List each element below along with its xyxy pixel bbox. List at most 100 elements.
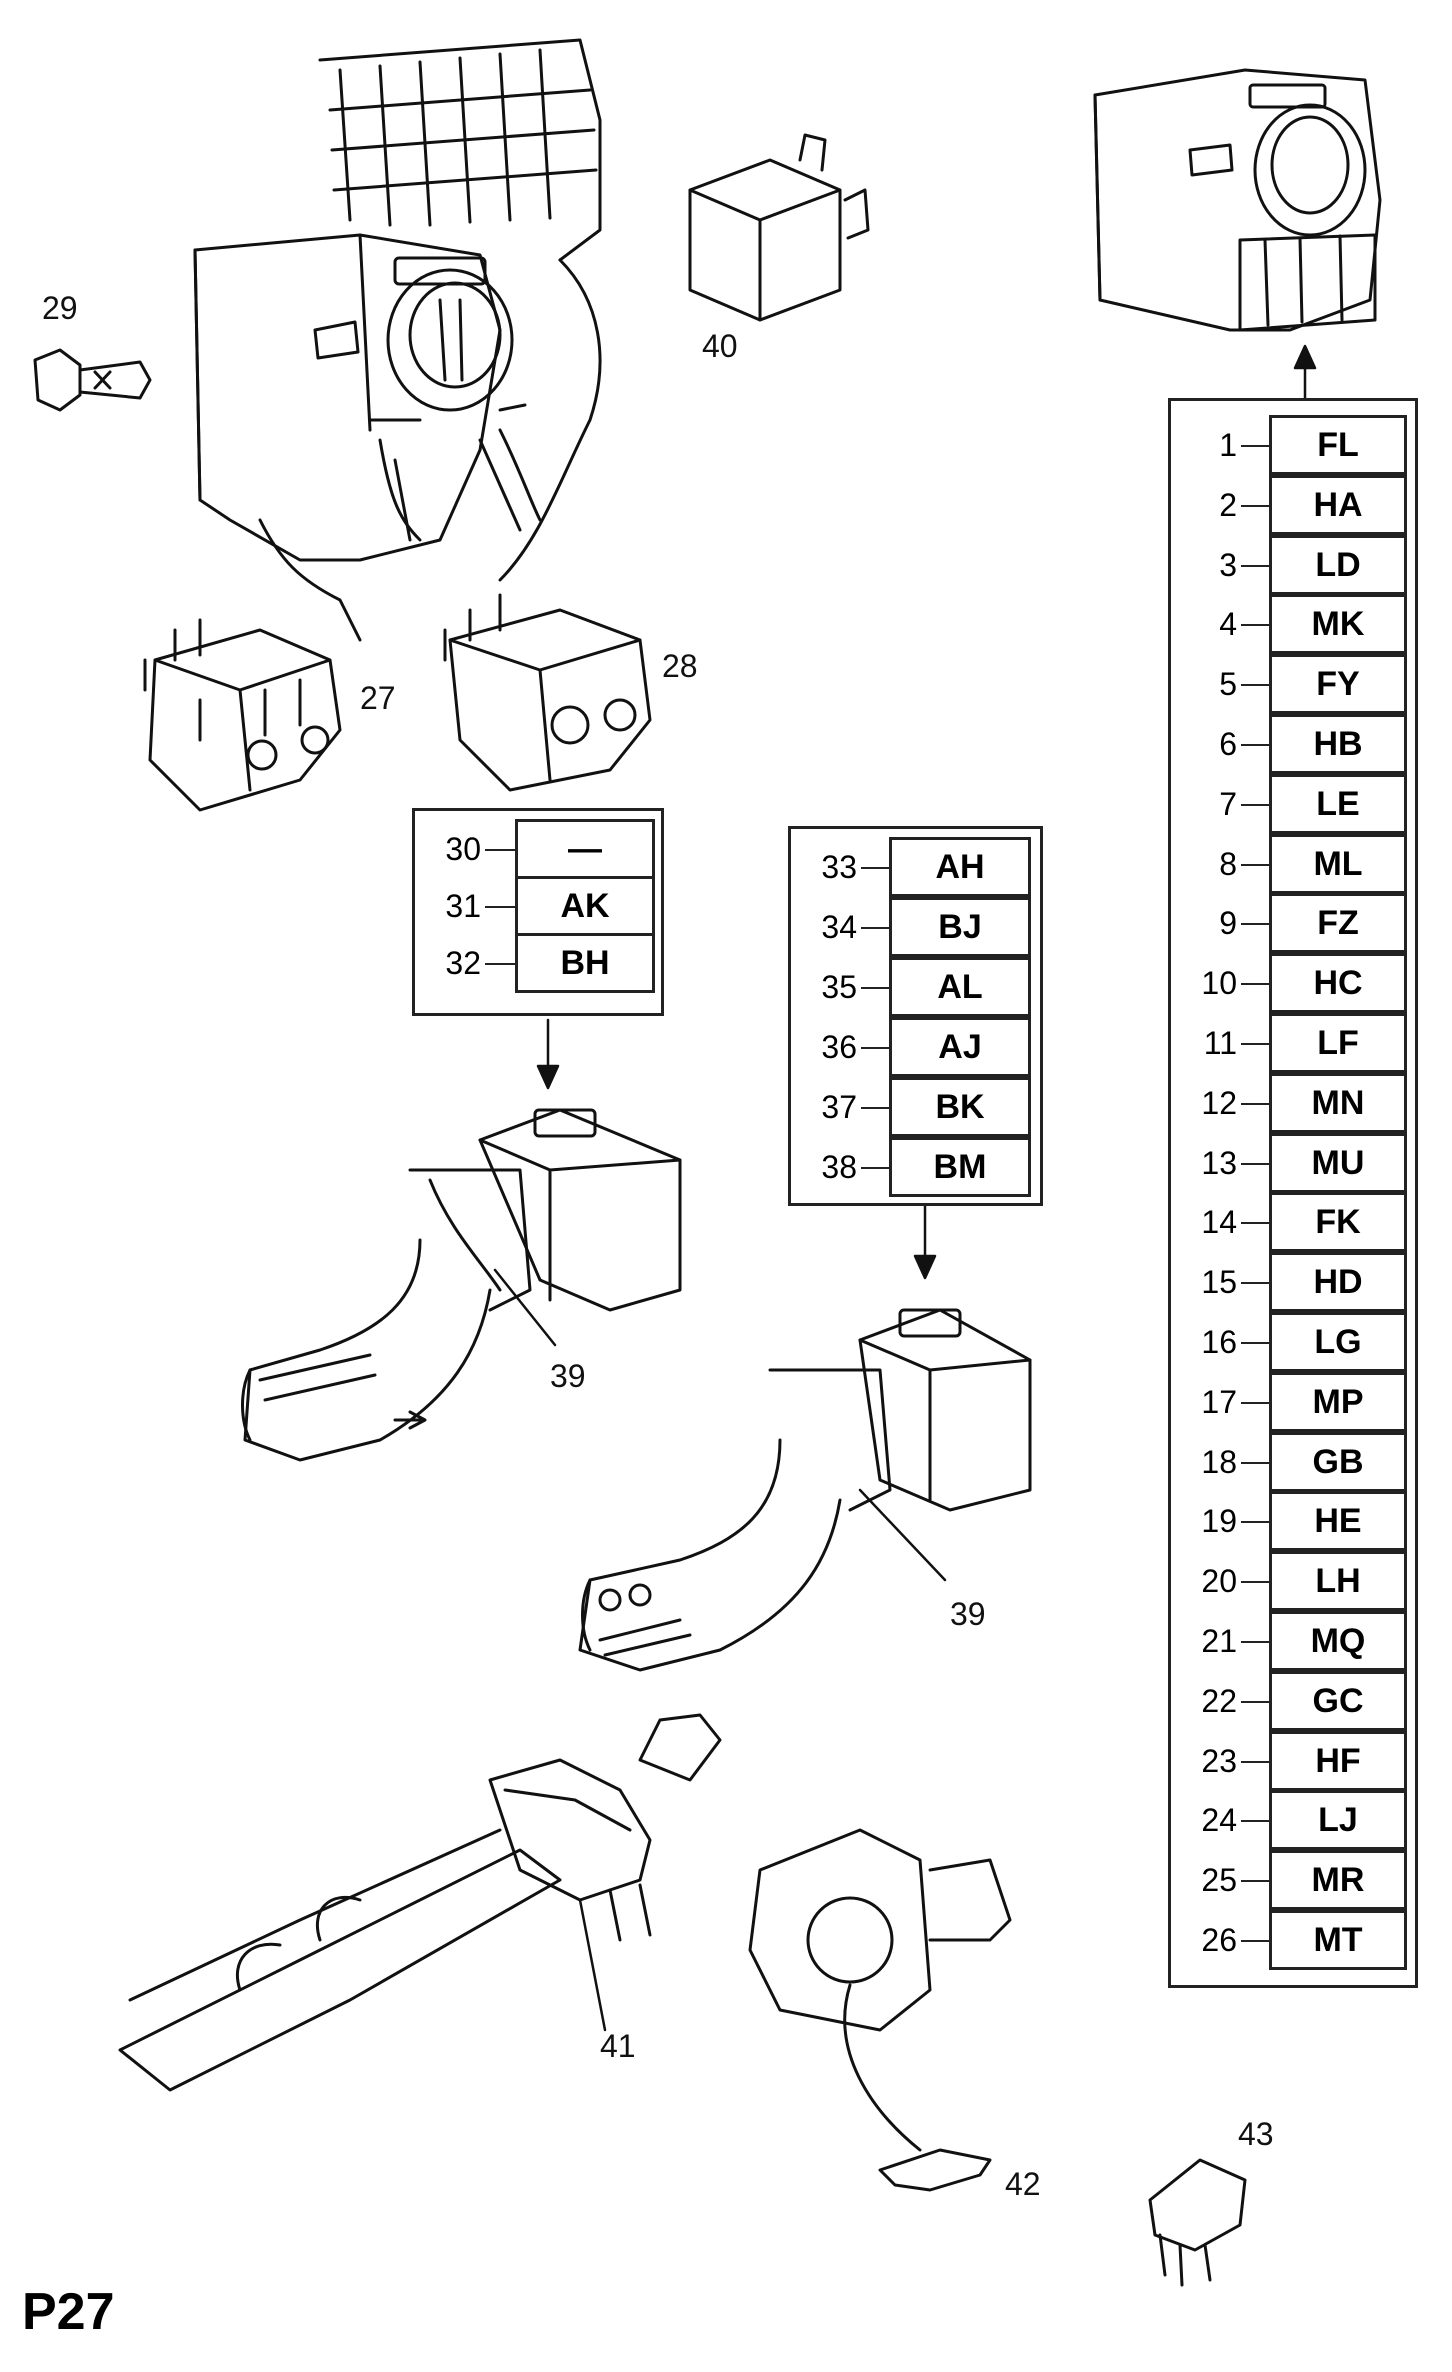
row-tick bbox=[861, 987, 889, 989]
row-number: 2 bbox=[1219, 486, 1237, 523]
row-number: 16 bbox=[1201, 1324, 1237, 1360]
callout-39-left: 39 bbox=[550, 1358, 586, 1394]
row-number: 37 bbox=[821, 1089, 857, 1125]
row-tick bbox=[1241, 1880, 1269, 1883]
row-tick bbox=[861, 1047, 889, 1049]
relay-40-drawing bbox=[688, 133, 870, 322]
row-number: 8 bbox=[1219, 845, 1237, 882]
row-number: 35 bbox=[821, 969, 857, 1005]
row-code: FL bbox=[1269, 415, 1407, 475]
table-row: 35 AL bbox=[791, 957, 1040, 1017]
row-code: HD bbox=[1269, 1252, 1407, 1313]
row-tick bbox=[861, 1167, 889, 1169]
table-row: 20 LH bbox=[1171, 1551, 1415, 1612]
row-tick bbox=[1241, 923, 1269, 926]
row-tick bbox=[1241, 1760, 1269, 1763]
table-row: 37 BK bbox=[791, 1077, 1040, 1137]
row-number: 6 bbox=[1219, 726, 1237, 762]
row-tick bbox=[1241, 1521, 1269, 1524]
table-row: 31 AK bbox=[415, 876, 661, 936]
table-row: 36 AJ bbox=[791, 1017, 1040, 1077]
dashboard-switch-panel-drawing bbox=[193, 38, 602, 642]
row-number: 20 bbox=[1201, 1563, 1237, 1600]
row-tick bbox=[1241, 1102, 1269, 1105]
row-number: 12 bbox=[1201, 1084, 1237, 1121]
table-row: 8 ML bbox=[1171, 833, 1415, 894]
row-code: AK bbox=[515, 876, 655, 936]
row-tick bbox=[485, 906, 515, 908]
row-number: 19 bbox=[1201, 1503, 1237, 1540]
row-tick bbox=[1241, 863, 1269, 866]
row-code: AL bbox=[889, 957, 1031, 1017]
row-code: FK bbox=[1269, 1192, 1407, 1253]
row-code: LE bbox=[1269, 773, 1407, 834]
row-tick bbox=[1241, 1401, 1269, 1404]
row-code: FZ bbox=[1269, 893, 1407, 954]
row-tick bbox=[1241, 1820, 1269, 1823]
row-tick bbox=[1241, 1282, 1269, 1285]
code-table-30-32: 30 — 31 AK 32 BH bbox=[412, 808, 664, 1016]
row-tick bbox=[1241, 744, 1269, 746]
row-number: 23 bbox=[1201, 1742, 1237, 1779]
row-tick bbox=[861, 1107, 889, 1109]
row-code: LH bbox=[1269, 1551, 1407, 1612]
row-tick bbox=[1241, 803, 1269, 806]
row-tick bbox=[1241, 504, 1269, 507]
row-number: 32 bbox=[445, 945, 481, 981]
callout-41: 41 bbox=[600, 2028, 636, 2064]
row-code: MK bbox=[1269, 594, 1407, 655]
row-tick bbox=[1241, 445, 1269, 447]
row-number: 15 bbox=[1201, 1264, 1237, 1301]
row-code: AJ bbox=[889, 1017, 1031, 1077]
bulb-29-drawing bbox=[33, 348, 152, 412]
row-code: ML bbox=[1269, 833, 1407, 894]
row-number: 7 bbox=[1219, 785, 1237, 822]
row-number: 22 bbox=[1201, 1682, 1237, 1719]
table-row: 9 FZ bbox=[1171, 893, 1415, 954]
switch-27-drawing bbox=[143, 618, 342, 812]
row-number: 31 bbox=[445, 888, 481, 924]
row-number: 36 bbox=[821, 1029, 857, 1065]
row-code: BK bbox=[889, 1077, 1031, 1137]
row-tick bbox=[861, 927, 889, 929]
callout-27: 27 bbox=[360, 680, 396, 716]
row-tick bbox=[1241, 983, 1269, 986]
row-code: HE bbox=[1269, 1491, 1407, 1552]
column-switch-assembly-drawing bbox=[1093, 68, 1382, 332]
row-number: 18 bbox=[1201, 1443, 1237, 1480]
row-tick bbox=[1241, 1043, 1269, 1045]
row-number: 9 bbox=[1219, 905, 1237, 942]
row-tick bbox=[1241, 684, 1269, 687]
row-number: 17 bbox=[1201, 1383, 1237, 1420]
table-row: 30 — bbox=[415, 819, 661, 879]
table-row: 7 LE bbox=[1171, 773, 1415, 834]
row-number: 3 bbox=[1219, 546, 1237, 583]
row-number: 1 bbox=[1219, 427, 1237, 463]
table-row: 32 BH bbox=[415, 933, 661, 993]
row-tick bbox=[1241, 1342, 1269, 1344]
leader-lines bbox=[493, 344, 1317, 2032]
contact-ring-42-drawing bbox=[748, 1828, 1012, 2192]
page-code: P27 bbox=[22, 2283, 115, 2341]
table-row: 19 HE bbox=[1171, 1491, 1415, 1552]
row-code: MU bbox=[1269, 1132, 1407, 1193]
row-tick bbox=[1241, 624, 1269, 627]
row-number: 11 bbox=[1203, 1025, 1237, 1061]
